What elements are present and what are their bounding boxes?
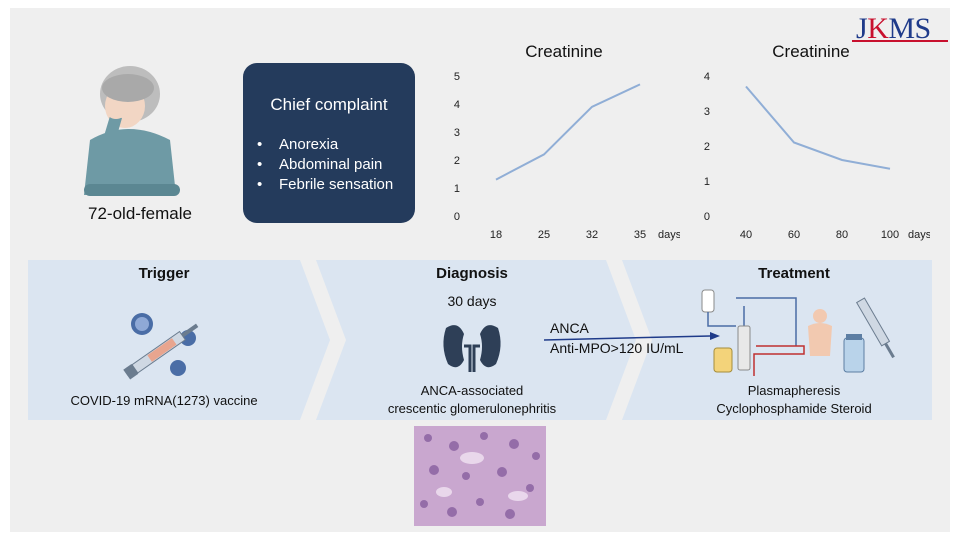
syringe-icon xyxy=(123,323,199,380)
x-tick-label: 40 xyxy=(740,229,752,241)
x-tick-label: 35 xyxy=(634,229,646,241)
y-tick-label: 1 xyxy=(454,183,460,195)
elderly-woman-icon xyxy=(84,66,180,196)
trigger-text: COVID-19 mRNA(1273) vaccine xyxy=(70,393,258,408)
diagnosis-days: 30 days xyxy=(447,293,497,309)
chief-complaint-box: Chief complaint •Anorexia •Abdominal pai… xyxy=(243,63,415,223)
kidneys-icon xyxy=(443,325,501,372)
treatment-illustration xyxy=(701,289,895,376)
histology-image xyxy=(414,426,546,526)
x-tick-label: 25 xyxy=(538,229,550,241)
creatinine-chart-2: 0 1 2 3 4 40 60 80 100 days xyxy=(704,71,930,241)
series-line xyxy=(495,83,641,181)
vial-icon xyxy=(843,334,865,373)
syringe-icon xyxy=(855,297,895,359)
treatment-line1: Plasmapheresis xyxy=(747,383,841,398)
virus-icon xyxy=(131,313,196,376)
y-tick-label: 5 xyxy=(454,71,460,83)
complaint-list: •Anorexia •Abdominal pain •Febrile sensa… xyxy=(257,135,393,195)
treatment-title: Treatment xyxy=(758,265,830,282)
diagnosis-line2: crescentic glomerulonephritis xyxy=(387,401,557,416)
y-tick-label: 3 xyxy=(704,106,710,118)
y-tick-label: 3 xyxy=(454,127,460,139)
vaccine-icon xyxy=(123,313,199,380)
x-tick-label: 80 xyxy=(836,229,848,241)
x-tick-label: 18 xyxy=(490,229,502,241)
chief-complaint-title: Chief complaint xyxy=(270,95,388,114)
diagnosis-line1: ANCA-associated xyxy=(420,383,524,398)
x-unit-label: days xyxy=(658,229,680,241)
trigger-title: Trigger xyxy=(138,265,190,282)
list-item: •Febrile sensation xyxy=(257,176,394,193)
x-tick-label: 32 xyxy=(586,229,598,241)
y-tick-label: 2 xyxy=(704,141,710,153)
x-tick-label: 60 xyxy=(788,229,800,241)
chart2-title: Creatinine xyxy=(772,42,850,61)
anti-mpo-label: Anti-MPO>120 IU/mL xyxy=(550,340,684,356)
series-line xyxy=(745,85,891,170)
y-tick-label: 0 xyxy=(704,211,710,223)
y-tick-label: 4 xyxy=(454,99,460,111)
jkms-logo: JKMS xyxy=(856,12,931,45)
chart1-title: Creatinine xyxy=(525,42,603,61)
treatment-arrow xyxy=(622,260,932,420)
y-tick-label: 4 xyxy=(704,71,710,83)
list-item: •Anorexia xyxy=(257,136,339,153)
y-tick-label: 0 xyxy=(454,211,460,223)
list-item: •Abdominal pain xyxy=(257,156,383,173)
x-tick-label: 100 xyxy=(881,229,899,241)
human-body-icon xyxy=(808,309,832,356)
patient-label: 72-old-female xyxy=(88,204,192,223)
diagnosis-title: Diagnosis xyxy=(436,265,508,282)
y-tick-label: 1 xyxy=(704,176,710,188)
logo-underline xyxy=(852,40,948,42)
x-unit-label: days xyxy=(908,229,930,241)
anca-arrow xyxy=(544,332,720,341)
anca-label: ANCA xyxy=(550,320,589,336)
creatinine-chart-1: 0 1 2 3 4 5 18 25 32 35 days xyxy=(454,71,680,241)
y-tick-label: 2 xyxy=(454,155,460,167)
plasmapheresis-machine-icon xyxy=(701,289,805,376)
treatment-line2: Cyclophosphamide Steroid xyxy=(716,401,872,416)
diagnosis-arrow xyxy=(316,260,636,420)
